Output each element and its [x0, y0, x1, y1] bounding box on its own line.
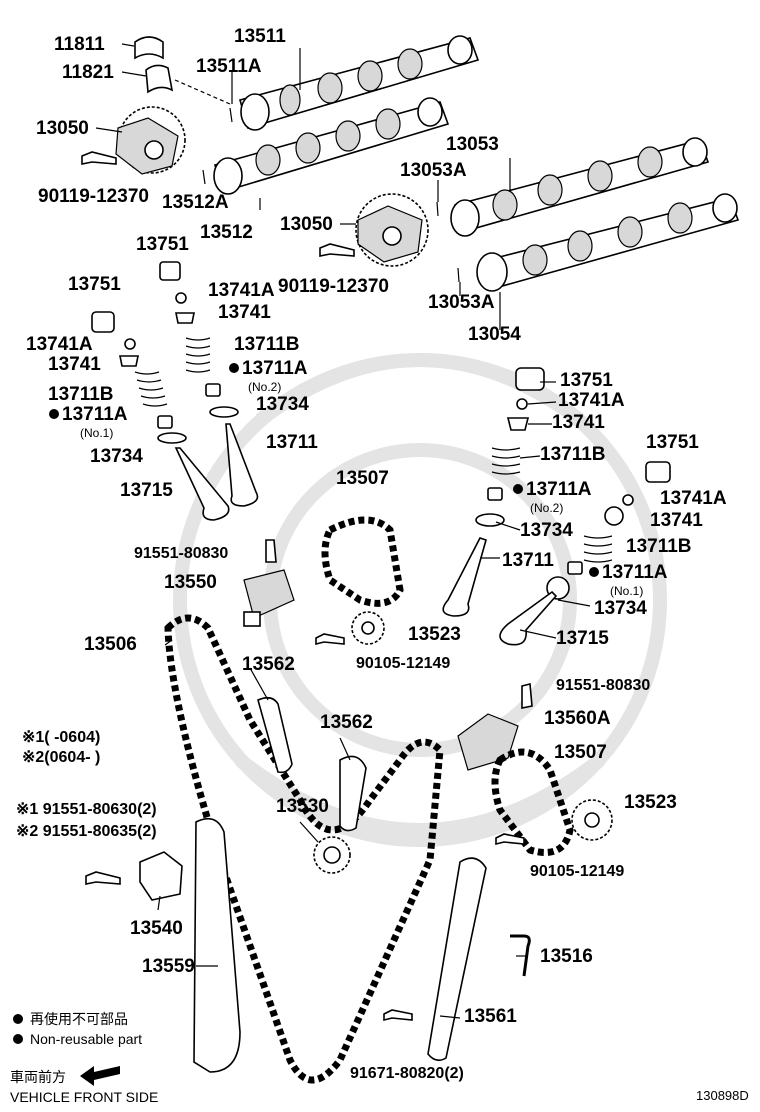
- label-13559: 13559: [142, 956, 195, 977]
- part-labels: 11811 11821 13511 13511A 13050 90119-123…: [26, 26, 727, 1082]
- non-reusable-dot: [589, 567, 599, 577]
- note-no1-left: (No.1): [80, 426, 113, 440]
- label-13050-left: 13050: [36, 118, 89, 139]
- label-13523-b: 13523: [624, 792, 677, 813]
- label-13530: 13530: [276, 796, 329, 817]
- non-reusable-dot: [49, 409, 59, 419]
- non-reusable-dot-icon: [13, 1014, 23, 1024]
- label-90119-left: 90119-12370: [38, 186, 149, 207]
- label-13741-c: 13741: [552, 412, 605, 433]
- label-13507-a: 13507: [336, 468, 389, 489]
- label-13711a-a: 13711A: [242, 358, 308, 379]
- label-13560a: 13560A: [544, 708, 611, 729]
- label-13715-b: 13715: [556, 628, 609, 649]
- label-13741-a: 13741: [218, 302, 271, 323]
- label-13734-c: 13734: [520, 520, 573, 541]
- label-13734-a: 13734: [256, 394, 309, 415]
- watermark-emblem: [173, 353, 667, 847]
- label-13711-b: 13711: [502, 550, 554, 571]
- fitment-note-2: ※2(0604- ): [22, 749, 100, 766]
- note-no2-right: (No.2): [530, 501, 563, 515]
- valve-train-left: [91, 261, 259, 521]
- label-13741a-d: 13741A: [660, 488, 727, 509]
- legend-nonreusable-jp: 再使用不可部品: [30, 1011, 128, 1027]
- label-13053a-top: 13053A: [400, 160, 467, 181]
- fitment-bolt-1: ※1 91551-80630(2): [16, 801, 157, 818]
- non-reusable-dot-icon: [13, 1034, 23, 1044]
- label-13751-d: 13751: [646, 432, 699, 453]
- fitment-notes: ※1( -0604) ※2(0604- ) ※1 91551-80630(2) …: [16, 729, 157, 840]
- label-13050-right: 13050: [280, 214, 333, 235]
- label-13053a-bottom: 13053A: [428, 292, 495, 313]
- label-13523-a: 13523: [408, 624, 461, 645]
- label-13711a-c: 13711A: [526, 479, 592, 500]
- label-91671: 91671-80820(2): [350, 1065, 464, 1082]
- camshaft-assembly-upper-left: [81, 35, 480, 195]
- label-13507-b: 13507: [554, 742, 607, 763]
- camshaft-assembly-upper-right: [319, 137, 740, 292]
- label-13711b-a: 13711B: [234, 334, 300, 355]
- label-13715-a: 13715: [120, 480, 173, 501]
- fitment-note-1: ※1( -0604): [22, 729, 100, 746]
- label-13540: 13540: [130, 918, 183, 939]
- label-13711b-b: 13711B: [48, 384, 114, 405]
- label-13734-d: 13734: [594, 598, 647, 619]
- label-13516: 13516: [540, 946, 593, 967]
- label-13512a: 13512A: [162, 192, 229, 213]
- non-reusable-dot: [229, 363, 239, 373]
- legend-front-jp: 車両前方: [10, 1069, 66, 1085]
- label-13711b-c: 13711B: [540, 444, 606, 465]
- note-no1-right: (No.1): [610, 584, 643, 598]
- label-11811: 11811: [54, 34, 105, 55]
- valve-train-right: [442, 367, 671, 646]
- label-13741a-b: 13741A: [26, 334, 93, 355]
- legend: 再使用不可部品 Non-reusable part 車両前方 VEHICLE F…: [10, 1011, 158, 1105]
- label-13711a-d: 13711A: [602, 562, 668, 583]
- label-13711-a: 13711: [266, 432, 318, 453]
- label-13562-b: 13562: [320, 712, 373, 733]
- label-90105-right: 90105-12149: [530, 863, 624, 880]
- label-13550: 13550: [164, 572, 217, 593]
- label-13751-c: 13751: [560, 370, 613, 391]
- fitment-bolt-2: ※2 91551-80635(2): [16, 823, 157, 840]
- label-13741a-a: 13741A: [208, 280, 275, 301]
- label-11821: 11821: [62, 62, 114, 83]
- label-13053: 13053: [446, 134, 499, 155]
- diagram-code: 130898D: [696, 1088, 749, 1103]
- label-13561: 13561: [464, 1006, 517, 1027]
- label-13741a-c: 13741A: [558, 390, 625, 411]
- label-91551-top: 91551-80830: [134, 545, 228, 562]
- label-13711b-d: 13711B: [626, 536, 692, 557]
- note-no2-left: (No.2): [248, 380, 281, 394]
- legend-front-en: VEHICLE FRONT SIDE: [10, 1089, 158, 1105]
- label-91551-right: 91551-80830: [556, 677, 650, 694]
- label-13751-b: 13751: [68, 274, 121, 295]
- leader-lines: [95, 43, 591, 1019]
- label-13511: 13511: [234, 26, 286, 47]
- label-13734-b: 13734: [90, 446, 143, 467]
- label-13506: 13506: [84, 634, 137, 655]
- label-13511a: 13511A: [196, 56, 262, 77]
- label-13751-a: 13751: [136, 234, 189, 255]
- label-13741-b: 13741: [48, 354, 101, 375]
- label-13054: 13054: [468, 324, 521, 345]
- label-90119-right: 90119-12370: [278, 276, 389, 297]
- label-13741-d: 13741: [650, 510, 703, 531]
- label-13512: 13512: [200, 222, 253, 243]
- label-13711a-b: 13711A: [62, 404, 128, 425]
- label-13562-a: 13562: [242, 654, 295, 675]
- front-arrow-icon: [80, 1066, 120, 1086]
- non-reusable-dot: [513, 484, 523, 494]
- label-90105-top: 90105-12149: [356, 655, 450, 672]
- legend-nonreusable-en: Non-reusable part: [30, 1031, 142, 1047]
- timing-chain-system: [85, 516, 613, 1084]
